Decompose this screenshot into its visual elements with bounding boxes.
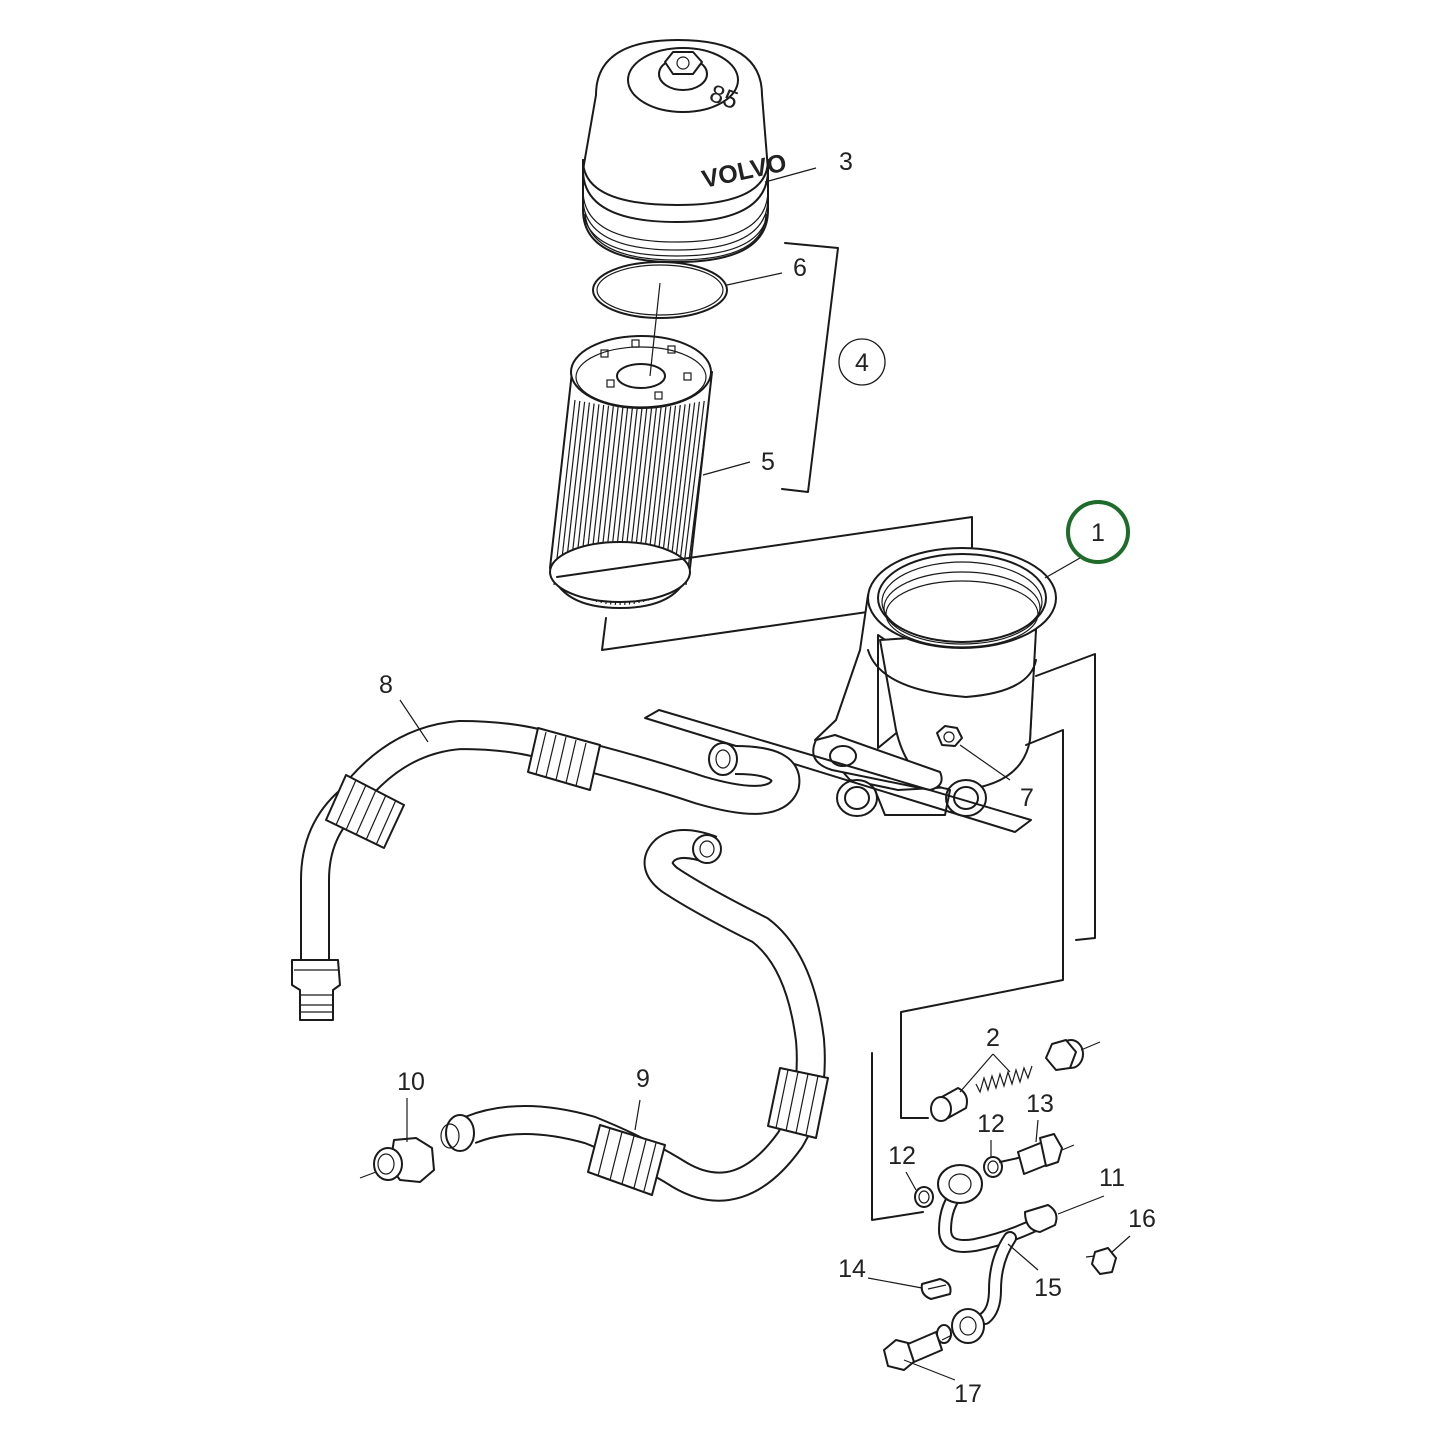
callout-10[interactable]: 10 <box>397 1068 425 1096</box>
small-screw-part <box>1085 1247 1117 1275</box>
callout-8[interactable]: 8 <box>379 671 393 699</box>
upper-hose-part <box>291 720 801 1021</box>
housing-plug-part <box>936 725 963 747</box>
mounting-plane <box>644 709 1032 833</box>
callout-11[interactable]: 11 <box>1099 1164 1125 1192</box>
lower-hose-part <box>440 829 829 1202</box>
pipe-clip-part <box>920 1278 952 1300</box>
callout-17[interactable]: 17 <box>954 1380 982 1408</box>
sealing-washer-part <box>914 1156 1003 1208</box>
callout-labels: 1 2 3 4 5 6 7 8 9 10 11 12 12 13 14 15 1… <box>379 148 1156 1408</box>
callout-13[interactable]: 13 <box>1026 1090 1054 1118</box>
filter-cap-part: VOLVO 85 <box>582 39 789 263</box>
lower-banjo-bolt-part <box>883 1331 953 1371</box>
callout-4-ring <box>838 338 886 386</box>
callout-9[interactable]: 9 <box>636 1065 650 1093</box>
filter-pleat-line <box>685 399 710 586</box>
o-ring-part <box>592 261 728 319</box>
valve-spring-part <box>930 1039 1101 1122</box>
filter-pleat-line <box>680 400 705 588</box>
valve-group-bracket <box>871 1052 924 1221</box>
callout-14[interactable]: 14 <box>838 1255 866 1283</box>
callout-2[interactable]: 2 <box>986 1024 1000 1052</box>
group-4-bracket <box>781 242 839 493</box>
filter-element-part <box>549 282 713 609</box>
housing-bracket-inner <box>900 729 1064 1119</box>
callout-12b[interactable]: 12 <box>977 1110 1005 1138</box>
filter-pleat-line <box>553 399 576 586</box>
callout-5[interactable]: 5 <box>761 448 775 476</box>
hose-fitting-part <box>373 1137 435 1183</box>
callout-4[interactable]: 4 <box>855 349 869 377</box>
housing-bracket-outer <box>1035 653 1096 941</box>
leader-lines <box>359 167 1131 1381</box>
callout-12a[interactable]: 12 <box>888 1142 916 1170</box>
callout-1-highlight-ring <box>1066 500 1130 564</box>
callout-1[interactable]: 1 <box>1091 519 1105 547</box>
callout-6[interactable]: 6 <box>793 254 807 282</box>
oil-pipe-part <box>936 1164 1058 1344</box>
callout-3[interactable]: 3 <box>839 148 853 176</box>
callout-15[interactable]: 15 <box>1034 1274 1062 1302</box>
callout-7[interactable]: 7 <box>1020 784 1034 812</box>
banjo-bolt-part <box>999 1133 1075 1175</box>
callout-16[interactable]: 16 <box>1128 1205 1156 1233</box>
filter-housing-part <box>812 547 1057 817</box>
